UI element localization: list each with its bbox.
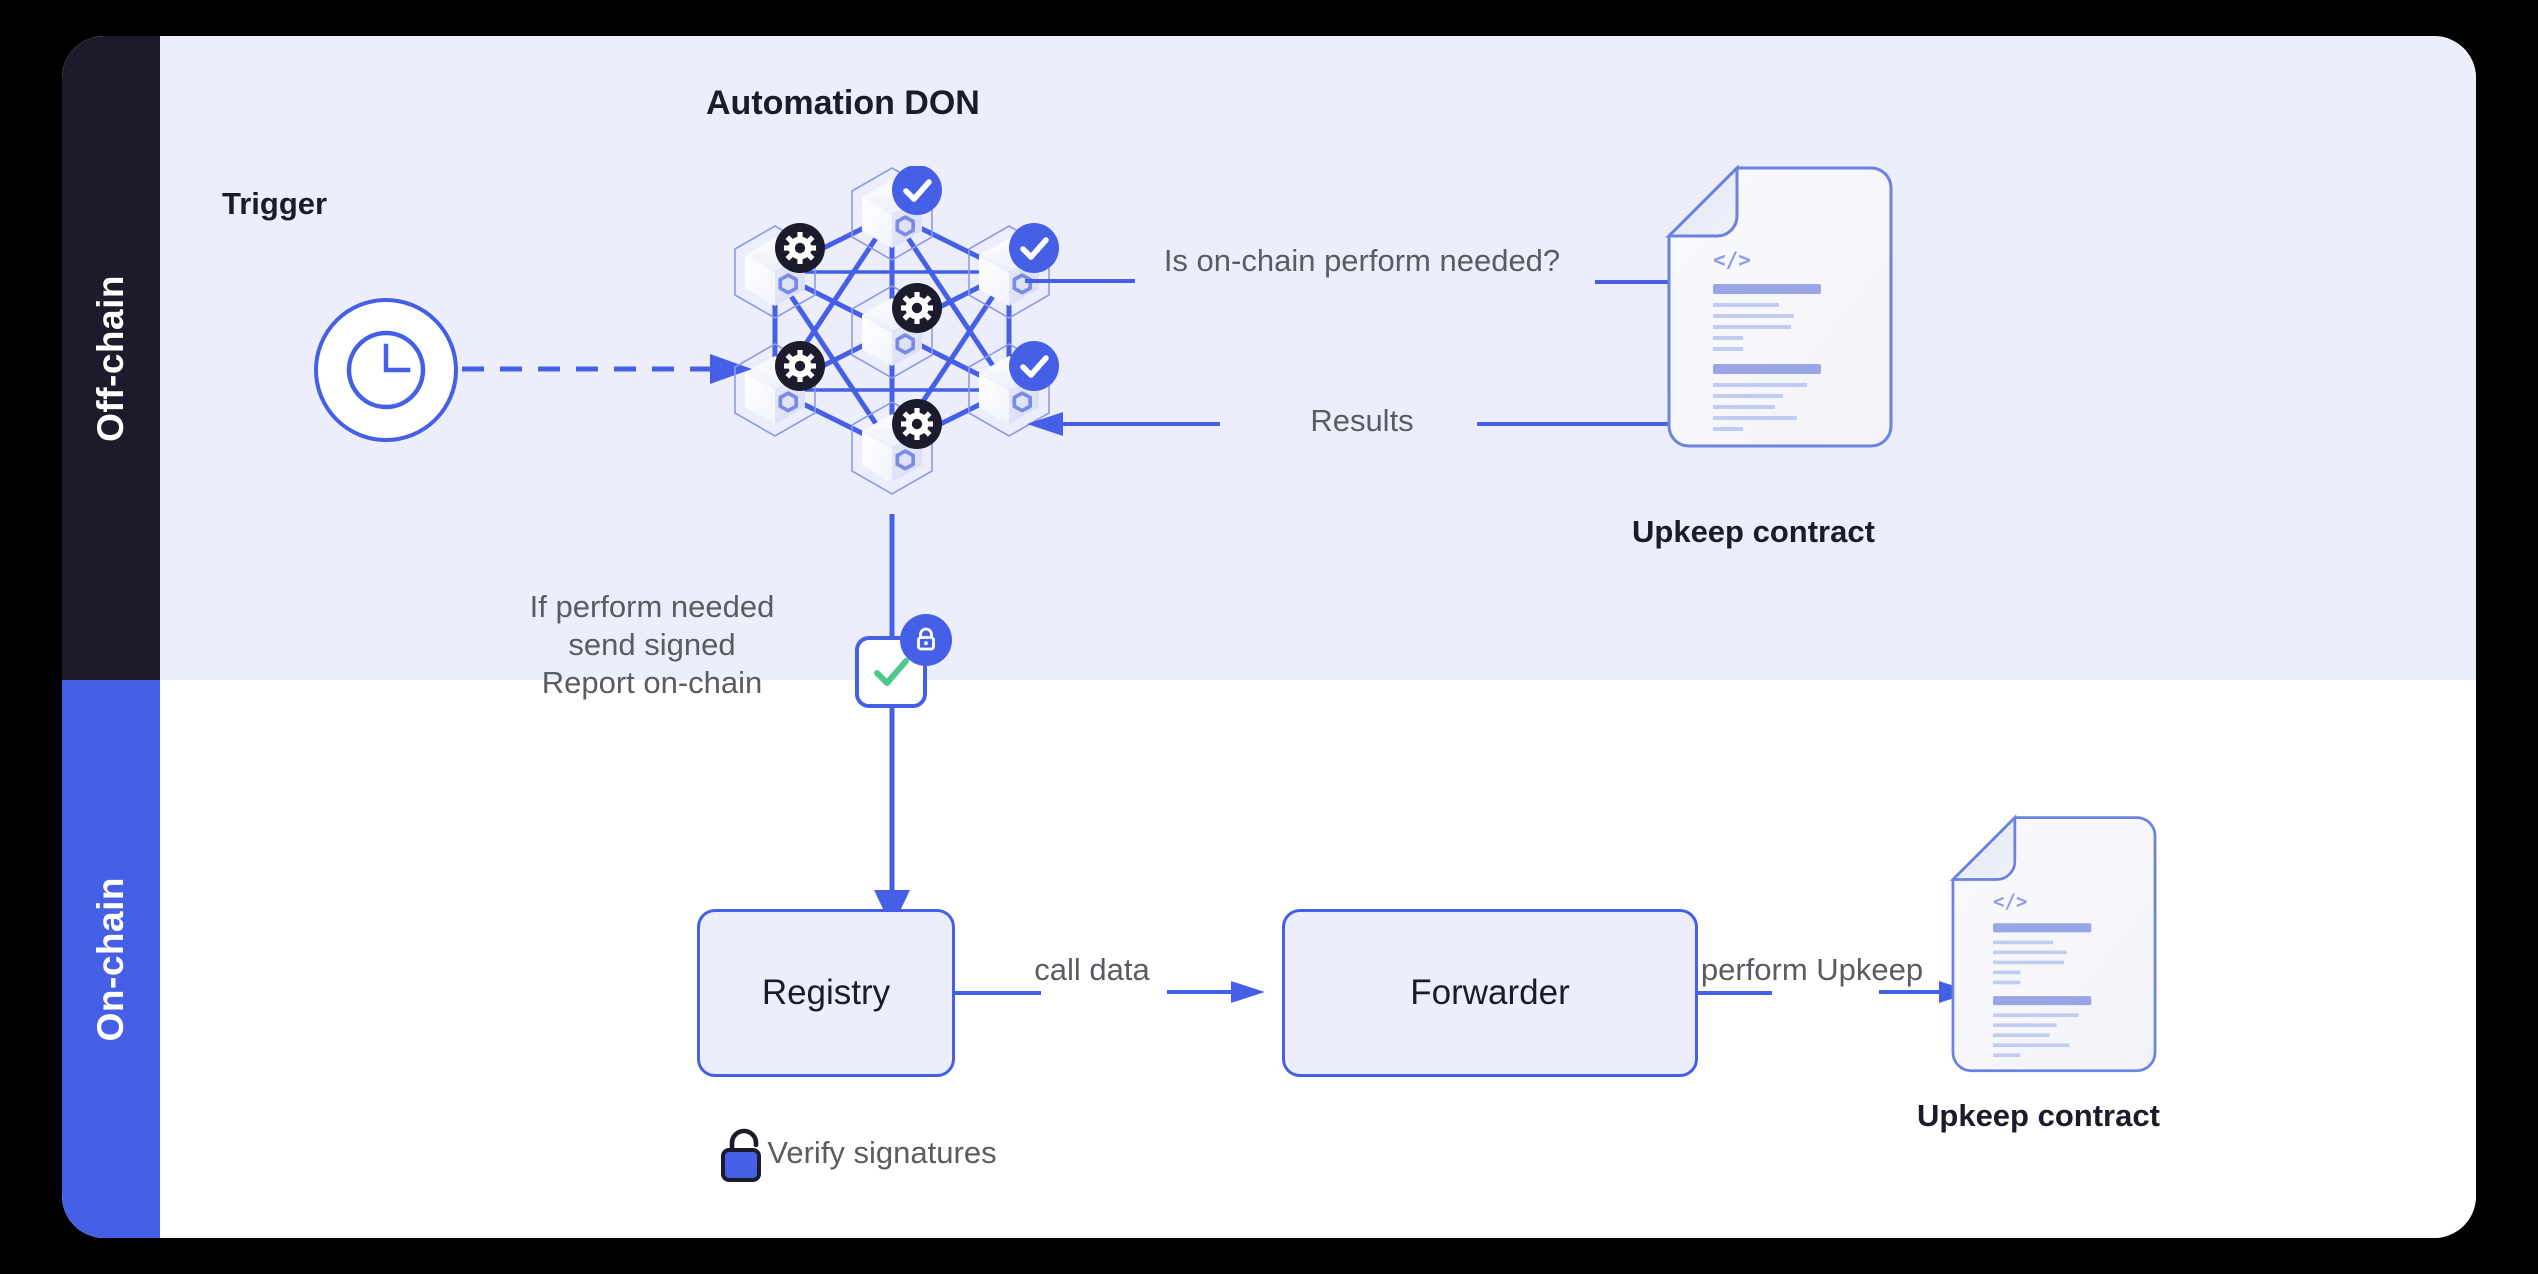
calldata-to-forwarder-arrow <box>1167 981 1265 1003</box>
offchain-upkeep-contract-doc: </> <box>1665 164 1895 459</box>
don-node-bottom <box>852 399 942 494</box>
verify-signatures-label: Verify signatures <box>767 1135 997 1170</box>
offchain-region <box>160 36 2476 680</box>
don-node-center <box>852 283 942 378</box>
clock-icon <box>346 330 426 410</box>
forwarder-label: Forwarder <box>1410 973 1570 1012</box>
don-to-registry-arrow <box>874 514 910 928</box>
code-document-icon: </> <box>1665 164 1893 448</box>
gear-icon <box>892 399 942 449</box>
verify-signatures-icon-wrap <box>718 1128 772 1193</box>
send-report-label: If perform needed send signed Report on-… <box>529 589 775 700</box>
onchain-upkeep-contract-doc: </> <box>1949 814 2159 1083</box>
offchain-rail-label: Off-chain <box>90 274 131 442</box>
diagram-card: Off-chain On-chain Trigger Automation DO… <box>62 36 2476 1238</box>
signed-report-lock-badge <box>900 614 952 666</box>
automation-don-network <box>712 166 1072 496</box>
code-document-icon: </> <box>1949 814 2157 1073</box>
query-label: Is on-chain perform needed? <box>1163 243 1561 278</box>
registry-out-line <box>955 991 1041 995</box>
offchain-rail: Off-chain <box>62 36 160 680</box>
registry-label: Registry <box>761 973 891 1012</box>
registry-box[interactable]: Registry <box>697 909 955 1077</box>
perform-upkeep-label: perform Upkeep <box>1700 952 1924 987</box>
trigger-circle <box>314 298 458 442</box>
trigger-title: Trigger <box>222 186 328 221</box>
onchain-contract-label: Upkeep contract <box>1917 1098 2160 1133</box>
svg-text:</>: </> <box>1713 248 1751 272</box>
trigger-to-don-arrow <box>462 354 752 384</box>
lock-icon <box>917 627 935 651</box>
call-data-label: call data <box>1034 952 1150 987</box>
results-label: Results <box>1310 403 1414 438</box>
check-icon <box>892 166 942 215</box>
don-to-query-line <box>1025 279 1135 283</box>
onchain-rail-label: On-chain <box>90 876 131 1042</box>
unlock-icon <box>721 1128 761 1182</box>
offchain-contract-label: Upkeep contract <box>1632 514 1875 549</box>
gear-icon <box>775 223 825 273</box>
don-node-top <box>852 166 942 260</box>
forwarder-out-line <box>1698 991 1772 995</box>
results-to-don-arrow <box>1027 412 1220 436</box>
svg-text:</>: </> <box>1993 890 2028 913</box>
onchain-rail: On-chain <box>62 680 160 1238</box>
forwarder-box[interactable]: Forwarder <box>1282 909 1698 1077</box>
check-tile-icon <box>874 658 909 686</box>
don-title: Automation DON <box>706 84 980 122</box>
gear-icon <box>775 341 825 391</box>
check-icon <box>1009 341 1059 391</box>
gear-icon <box>892 283 942 333</box>
